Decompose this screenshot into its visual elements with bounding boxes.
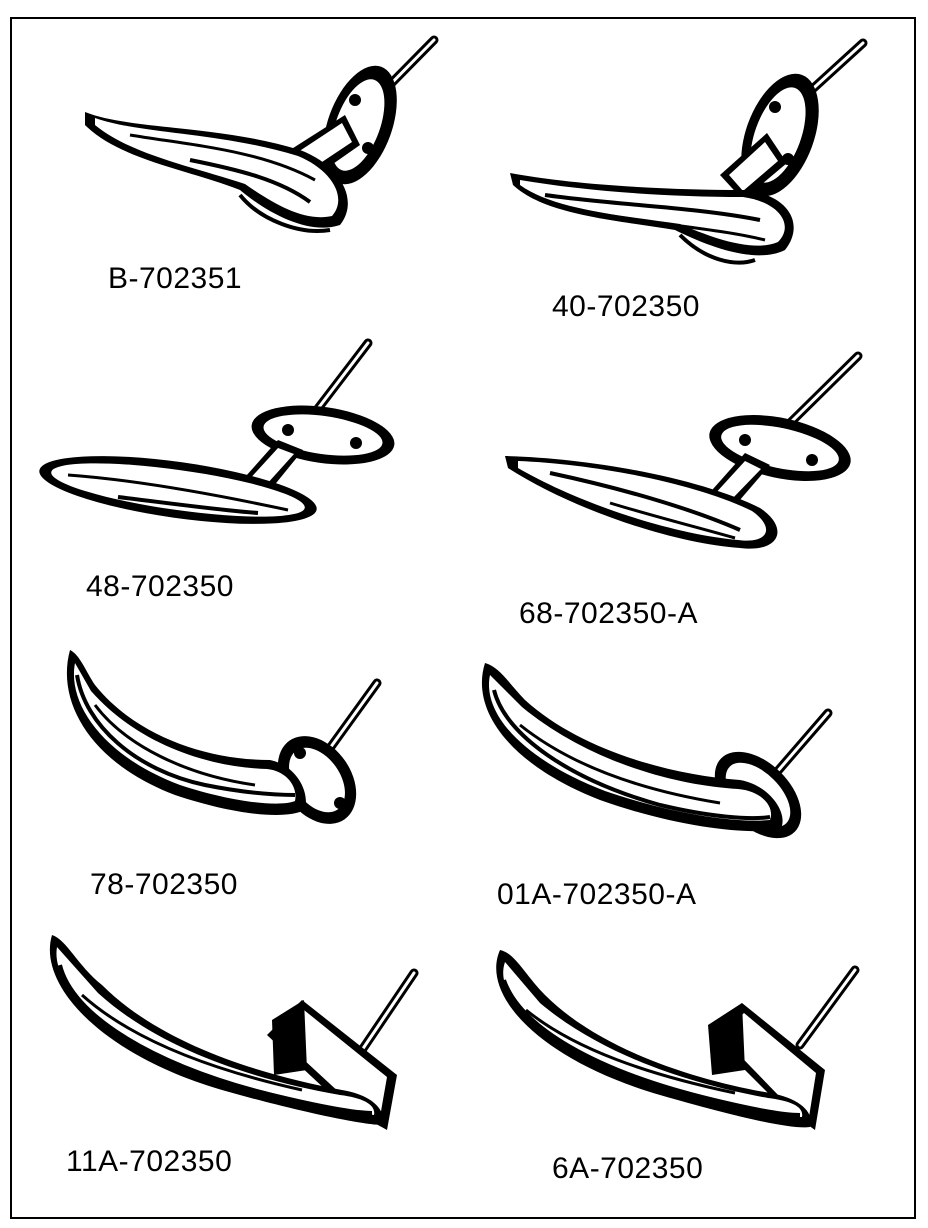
part-number-label: 40-702350 [552, 290, 700, 323]
handle-illustration-icon [481, 663, 833, 839]
door-handle-48-702350 [38, 335, 395, 535]
handle-illustration-icon [85, 35, 439, 233]
door-handle-b-702351 [70, 30, 450, 240]
door-handle-6a-702350 [480, 935, 865, 1150]
part-number-label: B-702351 [108, 262, 243, 295]
handle-illustration-icon [49, 935, 419, 1130]
handle-illustration-icon [505, 351, 863, 549]
part-number-label: 48-702350 [86, 570, 234, 603]
part-number-label: 68-702350-A [519, 597, 698, 630]
catalog-frame [10, 17, 916, 1219]
door-handle-40-702350 [505, 35, 875, 270]
handle-illustration-icon [510, 38, 868, 265]
part-number-label: 6A-702350 [552, 1152, 704, 1185]
door-handle-68-702350-a [500, 348, 870, 558]
part-number-label: 78-702350 [90, 868, 238, 901]
handle-illustration-icon [39, 338, 395, 524]
part-number-label: 11A-702350 [66, 1145, 233, 1178]
handle-illustration-icon [496, 950, 860, 1130]
door-handle-01a-702350-a [470, 655, 840, 855]
handle-illustration-icon [66, 650, 382, 824]
part-number-label: 01A-702350-A [497, 878, 697, 911]
door-handle-78-702350 [55, 645, 390, 845]
door-handle-11a-702350 [42, 925, 427, 1140]
